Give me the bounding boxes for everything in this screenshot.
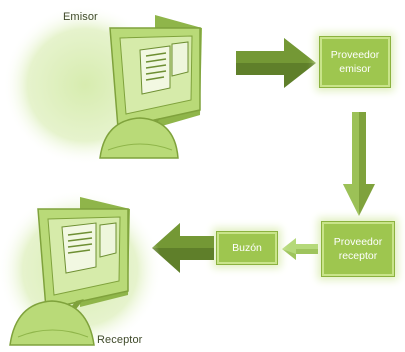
mailbox-label: Buzón <box>232 242 262 254</box>
sender-provider-line2: emisor <box>339 63 371 75</box>
receiver-provider-box: Proveedor receptor <box>322 222 394 276</box>
receiver-provider-line1: Proveedor <box>333 236 383 248</box>
sender-computer-icon <box>99 15 202 159</box>
mailbox-box: Buzón <box>217 232 277 264</box>
arrow-down-icon <box>343 112 375 216</box>
arrow-left-icon <box>152 223 214 273</box>
receiver-label: Receptor <box>97 334 143 346</box>
arrow-left-small-icon <box>282 238 318 260</box>
arrow-right-icon <box>236 38 316 88</box>
sender-label: Emisor <box>63 11 98 23</box>
receiver-provider-line2: receptor <box>338 250 378 262</box>
receiver-computer-icon <box>9 197 130 346</box>
sender-provider-line1: Proveedor <box>330 49 380 61</box>
sender-provider-box: Proveedor emisor <box>320 37 390 87</box>
